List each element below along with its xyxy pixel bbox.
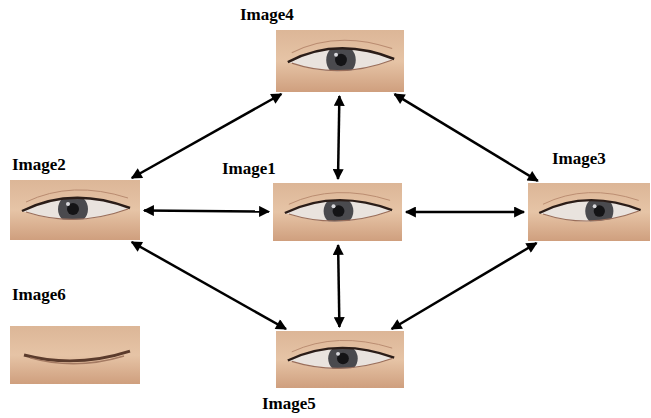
- eye-photo: [273, 183, 402, 241]
- eye-photo: [528, 183, 650, 241]
- eye-photo-part: [289, 193, 390, 205]
- eye-photo: [10, 326, 140, 384]
- image-label: Image3: [552, 149, 606, 169]
- eye-photo-part: [292, 60, 392, 71]
- eye-photo-part: [336, 352, 340, 356]
- eye-photo-part: [539, 200, 640, 213]
- image-label: Image6: [12, 285, 66, 305]
- image-label: Image5: [262, 394, 316, 414]
- image-label: Image1: [222, 159, 276, 179]
- eye-photo-part: [26, 190, 128, 202]
- eye-photo: [276, 331, 404, 388]
- eye-photo-part: [288, 348, 394, 361]
- double-arrow: [132, 242, 286, 329]
- eye-image-box: Image1: [273, 183, 402, 241]
- eye-image-box: Image3: [528, 183, 650, 241]
- double-arrow: [392, 243, 537, 329]
- double-arrow: [132, 94, 282, 178]
- eye-photo-part: [528, 183, 650, 241]
- eye-photo-part: [543, 211, 639, 221]
- eye-photo-part: [292, 40, 392, 53]
- eye-photo-part: [67, 203, 79, 215]
- eye-photo-part: [276, 331, 404, 388]
- eye-photo-part: [10, 326, 140, 384]
- eye-photo-part: [22, 198, 130, 211]
- eye-photo-part: [276, 30, 404, 92]
- eye-image-box: Image6: [10, 326, 140, 384]
- double-arrow: [338, 245, 339, 327]
- eye-photo-part: [594, 205, 605, 217]
- image-label: Image2: [12, 155, 66, 175]
- eye-photo-part: [10, 180, 140, 240]
- eye-image-box: Image2: [10, 180, 140, 240]
- eye-photo-part: [292, 359, 392, 369]
- eye-photo: [10, 180, 140, 240]
- image-label: Image4: [240, 5, 294, 25]
- eye-photo-part: [26, 209, 128, 219]
- eye-photo-part: [593, 204, 597, 208]
- eye-photo-part: [337, 353, 349, 364]
- eye-photo-part: [333, 205, 345, 217]
- eye-photo: [276, 30, 404, 92]
- eye-image-box: Image4: [276, 30, 404, 92]
- eye-photo-part: [30, 356, 124, 364]
- eye-photo-part: [543, 193, 639, 205]
- eye-photo-part: [288, 48, 394, 62]
- eye-photo-part: [66, 202, 70, 206]
- eye-image-box: Image5: [276, 331, 404, 388]
- double-arrow: [338, 96, 339, 179]
- eye-photo-part: [285, 200, 392, 213]
- eye-photo-part: [334, 53, 338, 57]
- eye-photo-part: [24, 351, 130, 361]
- double-arrow: [406, 211, 524, 214]
- eye-photo-part: [289, 211, 390, 221]
- eye-photo-part: [332, 204, 336, 208]
- double-arrow: [144, 211, 269, 212]
- eye-photo-part: [292, 340, 392, 351]
- eye-photo-part: [273, 183, 402, 241]
- double-arrow: [395, 94, 538, 181]
